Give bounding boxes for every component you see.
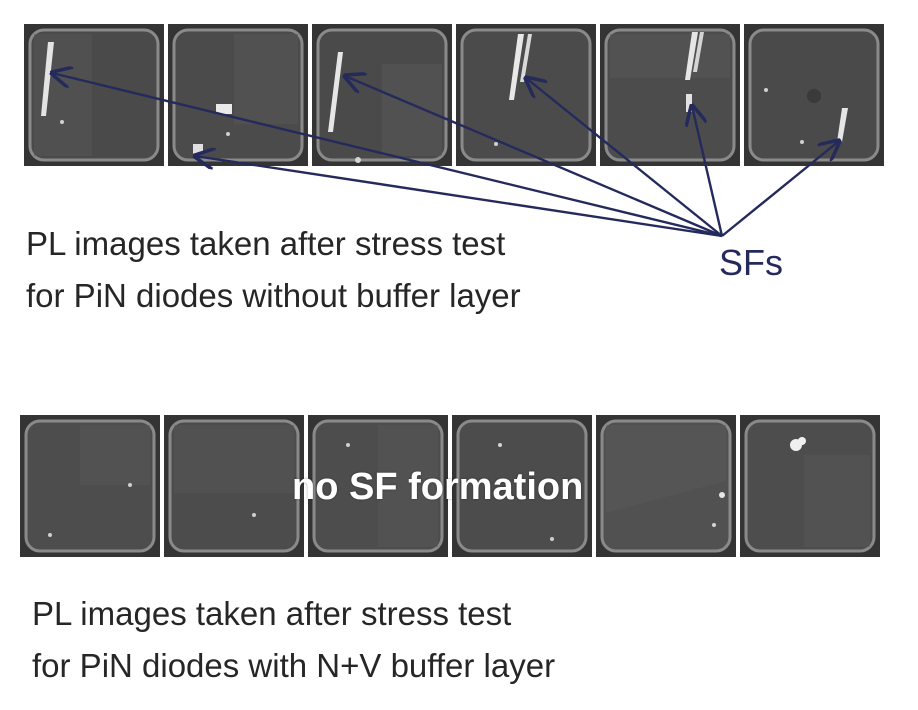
no-sf-formation-label: no SF formation	[292, 466, 584, 508]
pl-image-top-5	[600, 24, 740, 166]
pl-image-bottom-1	[20, 415, 160, 557]
sfs-label: SFs	[719, 242, 784, 283]
pl-image-top-4	[456, 24, 596, 166]
pl-image-bottom-5	[596, 415, 736, 557]
pl-image-bottom-4	[452, 415, 592, 557]
pl-image-top-6	[744, 24, 884, 166]
pl-image-bottom-2	[164, 415, 304, 557]
bottom-caption-line-2: for PiN diodes with N+V buffer layer	[32, 647, 556, 684]
pl-image-top-2	[168, 24, 308, 166]
top-caption-line-1: PL images taken after stress test	[26, 225, 506, 262]
pl-image-top-3	[312, 24, 452, 166]
pl-image-top-1	[24, 24, 164, 166]
top-caption-line-2: for PiN diodes without buffer layer	[26, 277, 521, 314]
top-caption: PL images taken after stress test for Pi…	[26, 218, 521, 322]
bottom-image-row	[20, 415, 880, 557]
top-image-row	[24, 24, 884, 166]
bottom-caption: PL images taken after stress test for Pi…	[32, 588, 555, 692]
pl-image-bottom-3	[308, 415, 448, 557]
pl-image-bottom-6	[740, 415, 880, 557]
bottom-caption-line-1: PL images taken after stress test	[32, 595, 512, 632]
